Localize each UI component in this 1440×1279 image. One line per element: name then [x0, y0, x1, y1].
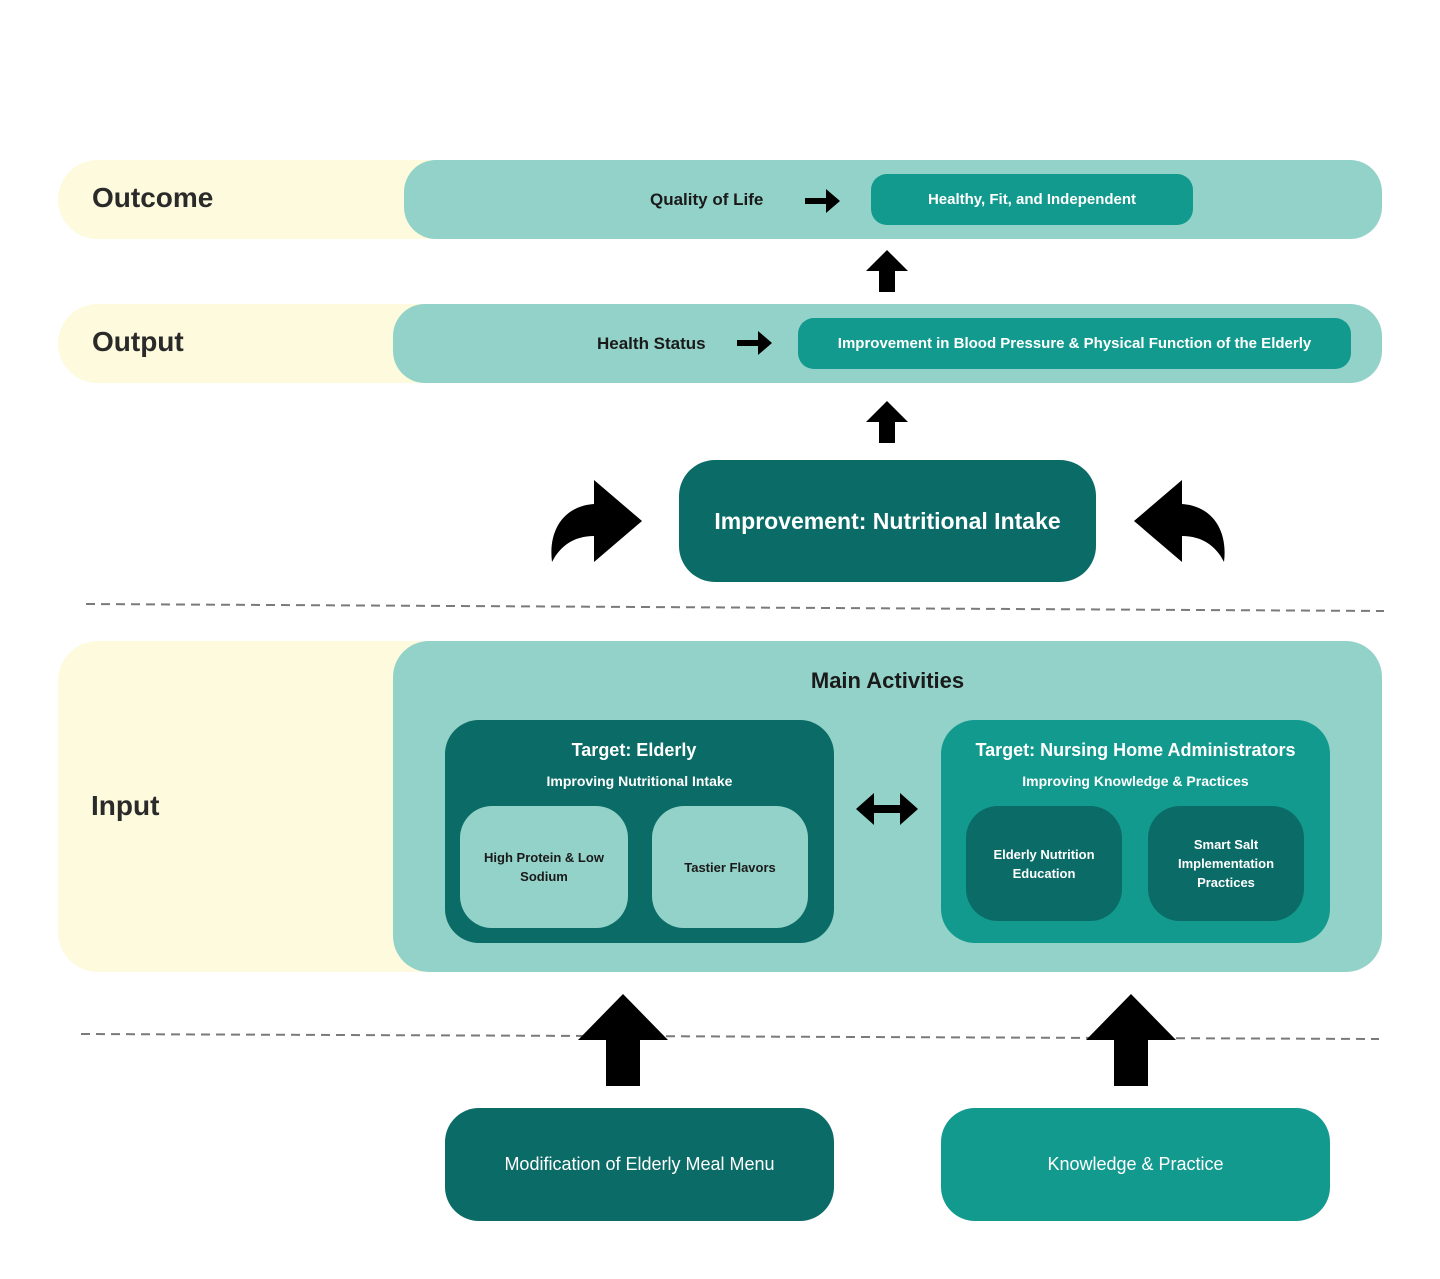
main-activities-title: Main Activities	[810, 668, 965, 693]
arrow-right-icon	[737, 327, 773, 359]
meal-menu-modification-box: Modification of Elderly Meal Menu	[445, 1108, 834, 1221]
arrow-up-icon	[578, 994, 668, 1086]
target-elderly-subtitle: Improving Nutritional Intake	[546, 773, 733, 789]
target-admins-title: Target: Nursing Home Administrators	[975, 740, 1296, 760]
curved-arrow-left-icon	[1132, 478, 1230, 564]
activity-item: Tastier Flavors	[652, 806, 808, 928]
output-result-box: Improvement in Blood Pressure & Physical…	[798, 318, 1351, 369]
divider-line	[86, 600, 1384, 614]
health-status-label: Health Status	[597, 334, 706, 353]
outcome-result-box: Healthy, Fit, and Independent	[871, 174, 1193, 225]
arrow-up-icon	[866, 250, 908, 292]
improvement-box: Improvement: Nutritional Intake	[679, 460, 1096, 582]
arrow-right-icon	[805, 185, 841, 217]
double-arrow-horizontal-icon	[856, 791, 918, 827]
arrow-up-icon	[1086, 994, 1176, 1086]
divider-line	[81, 1030, 1379, 1044]
target-admins-subtitle: Improving Knowledge & Practices	[1022, 773, 1249, 789]
output-label: Output	[92, 326, 184, 357]
quality-of-life-label: Quality of Life	[650, 190, 764, 209]
activity-item: Elderly Nutrition Education	[966, 806, 1122, 921]
activity-item: High Protein & Low Sodium	[460, 806, 628, 928]
arrow-up-icon	[866, 401, 908, 443]
target-elderly-title: Target: Elderly	[571, 740, 697, 760]
knowledge-practice-box: Knowledge & Practice	[941, 1108, 1330, 1221]
outcome-label: Outcome	[92, 182, 214, 213]
curved-arrow-right-icon	[546, 478, 644, 564]
activity-item: Smart Salt Implementation Practices	[1148, 806, 1304, 921]
input-label: Input	[91, 790, 160, 821]
